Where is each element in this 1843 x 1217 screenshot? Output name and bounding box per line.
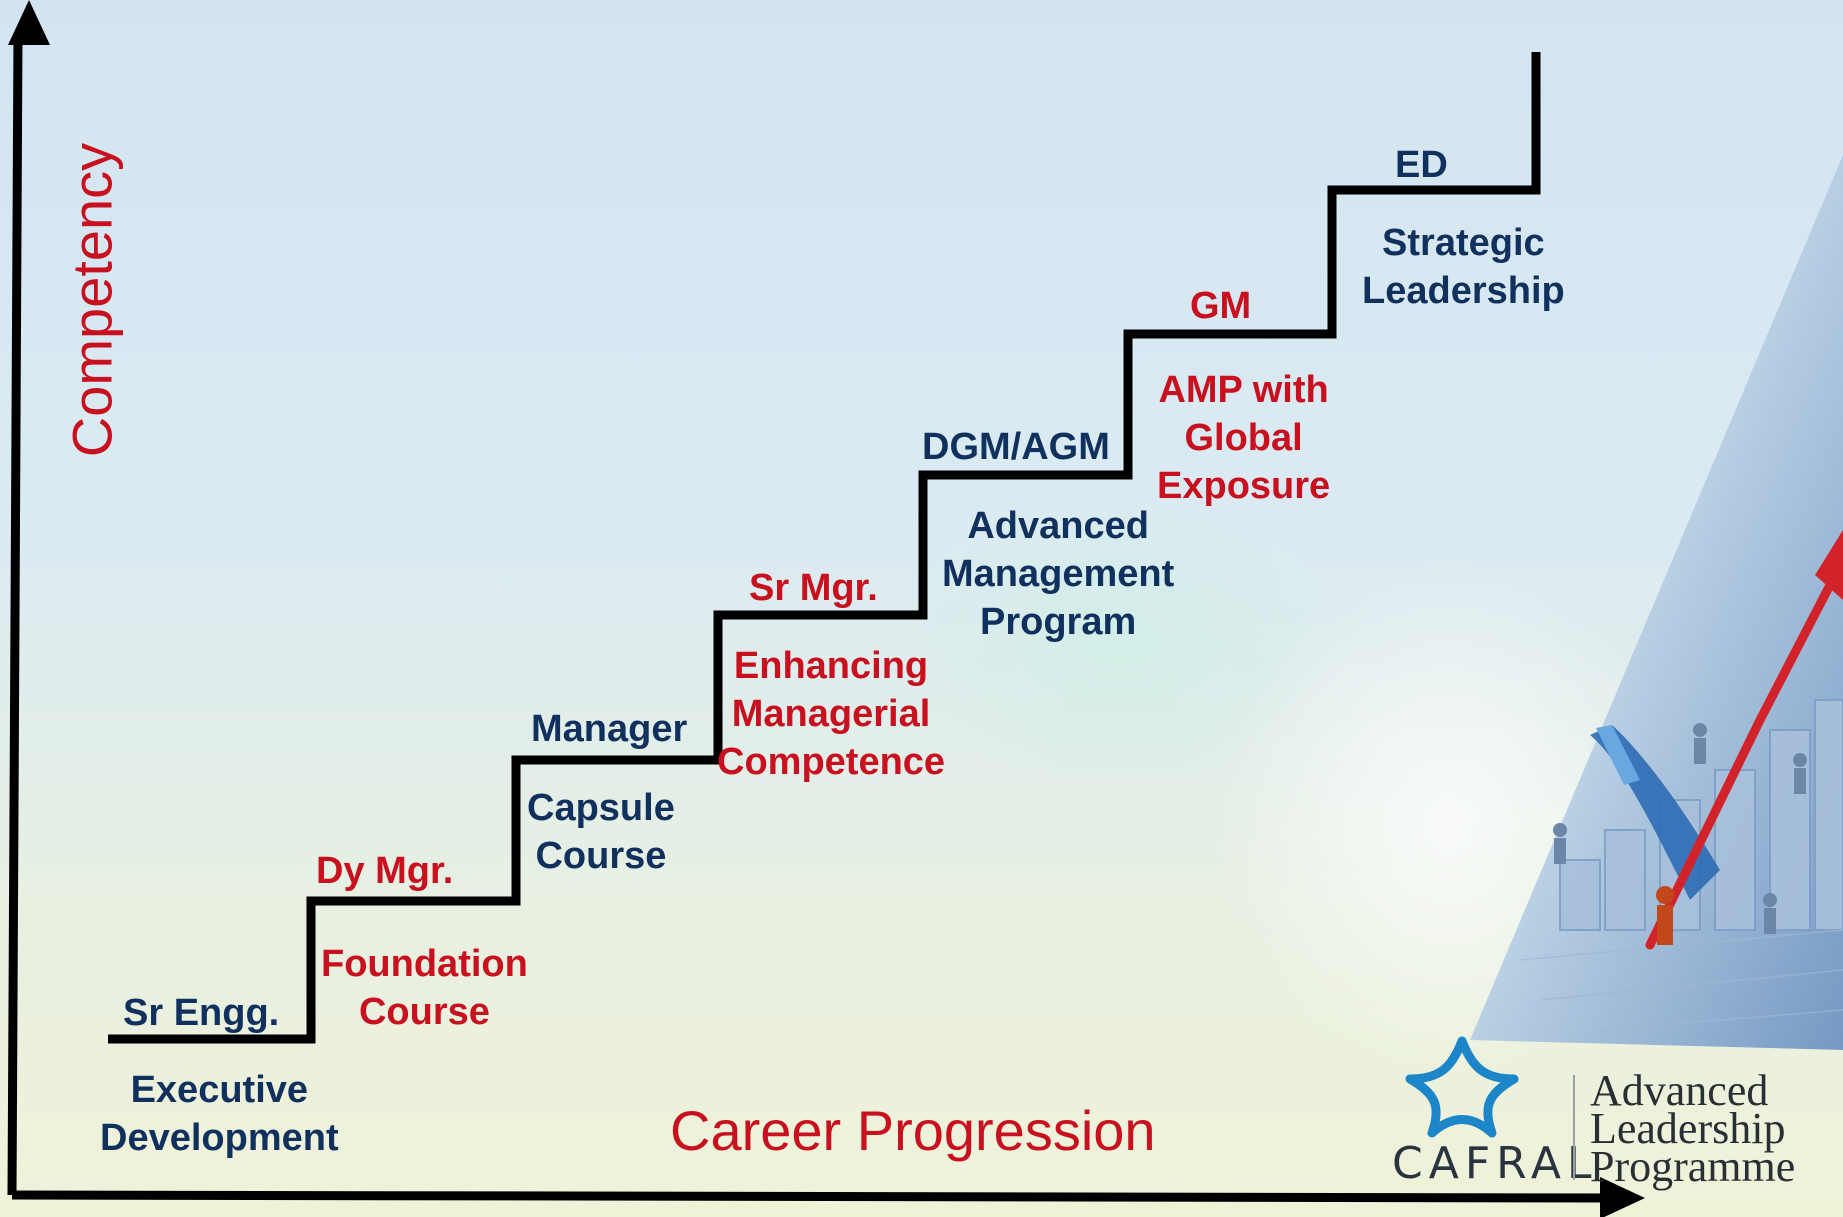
step-role-label: Sr Mgr. bbox=[749, 567, 878, 609]
program-line: Course bbox=[358, 991, 490, 1033]
axes bbox=[7, 0, 1645, 1217]
program-line: Foundation bbox=[321, 943, 528, 985]
program-line: Strategic bbox=[1382, 222, 1545, 264]
program-line: Executive bbox=[130, 1069, 309, 1111]
program-line: Development bbox=[100, 1117, 339, 1159]
programme-logo-text: Advanced Leadership Programme bbox=[1590, 1066, 1796, 1191]
step-program-label: Capsule Course bbox=[527, 784, 675, 880]
step-role-label: GM bbox=[1190, 285, 1252, 327]
x-axis-title: Career Progression bbox=[670, 1099, 1156, 1162]
cafral-logo-text: CAFRAL bbox=[1392, 1138, 1598, 1189]
step-role-label: DGM/AGM bbox=[922, 426, 1110, 468]
x-axis-line bbox=[11, 1190, 1611, 1203]
step-role-label: Dy Mgr. bbox=[316, 850, 454, 892]
business-growth-illustration bbox=[1470, 155, 1843, 1050]
program-line: Enhancing bbox=[733, 645, 929, 687]
program-line: AMP with bbox=[1158, 369, 1329, 411]
program-line: Global bbox=[1184, 417, 1303, 459]
y-axis-arrowhead bbox=[8, 0, 50, 45]
career-staircase-line bbox=[108, 52, 1541, 1044]
y-axis-title: Competency bbox=[60, 142, 124, 458]
programme-line: Leadership bbox=[1590, 1104, 1786, 1153]
step-program-label: Strategic Leadership bbox=[1362, 219, 1565, 315]
cafral-star-icon bbox=[1405, 1036, 1519, 1138]
step-program-label: Enhancing Managerial Competence bbox=[717, 642, 945, 786]
program-line: Course bbox=[535, 835, 667, 877]
step-program-label: Advanced Management Program bbox=[942, 502, 1174, 646]
program-line: Advanced bbox=[967, 505, 1149, 547]
step-role-label: ED bbox=[1395, 144, 1448, 186]
program-line: Competence bbox=[717, 741, 946, 783]
program-line: Managerial bbox=[731, 693, 931, 735]
step-program-label: Executive Development bbox=[100, 1066, 339, 1162]
program-line: Leadership bbox=[1362, 270, 1565, 312]
step-role-label: Sr Engg. bbox=[123, 992, 280, 1034]
background-glow bbox=[900, 490, 1340, 790]
x-axis-arrowhead bbox=[1600, 1177, 1645, 1217]
logo-divider bbox=[1573, 1075, 1575, 1180]
programme-line: Programme bbox=[1590, 1142, 1796, 1191]
y-axis-line bbox=[7, 34, 23, 1196]
program-line: Management bbox=[942, 553, 1175, 595]
step-program-label: AMP with Global Exposure bbox=[1157, 366, 1330, 510]
step-program-label: Foundation Course bbox=[321, 940, 528, 1036]
program-line: Program bbox=[980, 601, 1137, 643]
program-line: Capsule bbox=[527, 787, 675, 829]
program-line: Exposure bbox=[1157, 465, 1331, 507]
programme-line: Advanced bbox=[1590, 1066, 1769, 1115]
step-role-label: Manager bbox=[531, 708, 688, 750]
